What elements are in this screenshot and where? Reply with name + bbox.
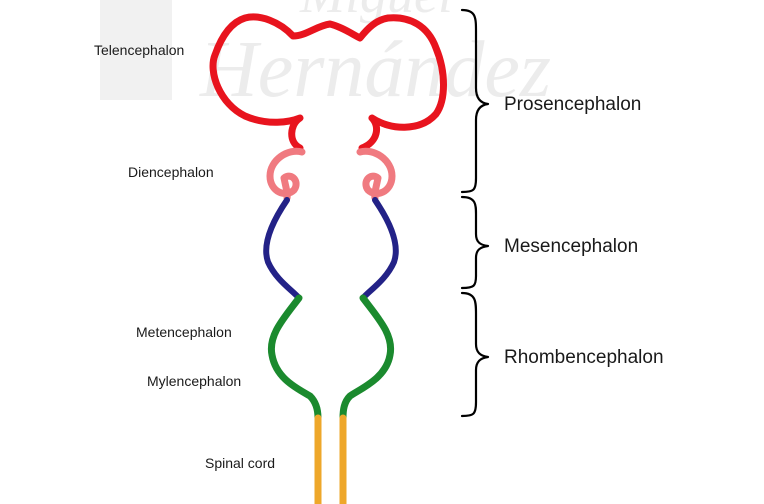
label-diencephalon: Diencephalon [128, 164, 214, 180]
label-mesencephalon: Mesencephalon [504, 236, 638, 257]
label-rhombencephalon: Rhombencephalon [504, 347, 664, 368]
label-telencephalon: Telencephalon [94, 42, 184, 58]
label-spinal-cord: Spinal cord [205, 455, 275, 471]
label-prosencephalon: Prosencephalon [504, 94, 641, 115]
rhombencephalon-right [343, 298, 391, 418]
diencephalon-left [270, 151, 302, 198]
label-metencephalon: Metencephalon [136, 324, 232, 340]
mesencephalon-left [266, 200, 299, 298]
brace-rhombencephalon [462, 293, 488, 416]
brace-mesencephalon [462, 197, 488, 288]
diencephalon-right [360, 151, 392, 198]
watermark-line2: Hernández [199, 26, 551, 114]
mesencephalon-right [363, 200, 396, 298]
rhombencephalon-left [271, 298, 318, 418]
label-mylencephalon: Mylencephalon [147, 373, 241, 389]
